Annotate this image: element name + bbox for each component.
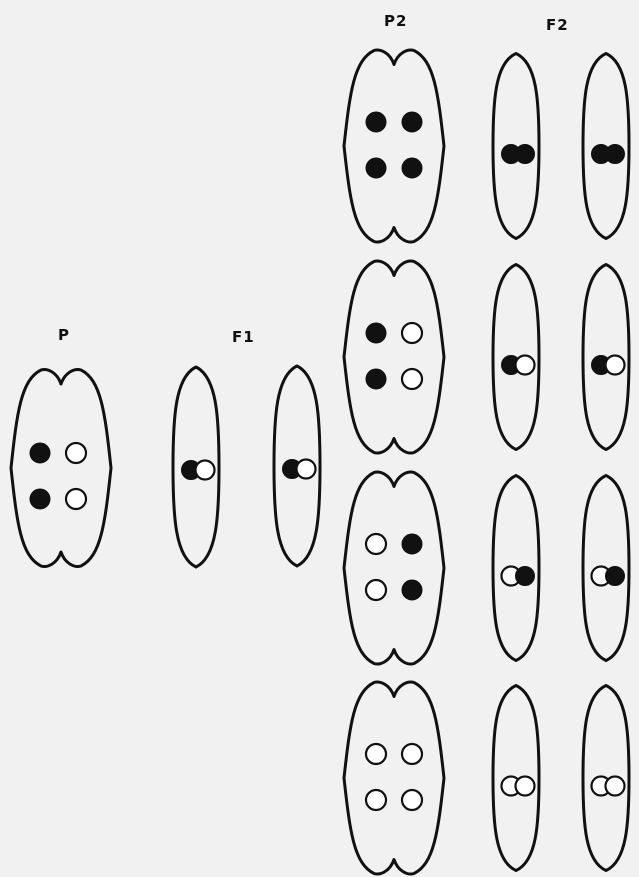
p2-cell-2-chromosome-4	[402, 369, 422, 389]
f1-cell-2-chromosome-2	[297, 460, 316, 479]
parent-cell	[11, 370, 111, 567]
p2-cell-1-chromosome-1	[366, 112, 386, 132]
p2-cell-2-chromosome-3	[366, 369, 386, 389]
p2-cell-4-chromosome-2	[402, 744, 422, 764]
p2-cell-2-chromosome-1	[366, 323, 386, 343]
f2-cell-4-2-chromosome-2	[606, 777, 625, 796]
parent-chromosome-4	[66, 489, 86, 509]
p2-cell-4	[344, 682, 444, 874]
p2-cell-1-chromosome-3	[366, 158, 386, 178]
f2-cell-1-1-chromosome-2	[516, 145, 535, 164]
p2-cell-4-chromosome-4	[402, 790, 422, 810]
parent-chromosome-2	[66, 443, 86, 463]
f2-cell-2-1-chromosome-2	[516, 356, 535, 375]
parent-chromosome-1	[30, 443, 50, 463]
p2-cell-3-chromosome-2	[402, 534, 422, 554]
p2-cell-3-chromosome-4	[402, 580, 422, 600]
p2-cell-1-chromosome-4	[402, 158, 422, 178]
f2-cell-1-2-chromosome-2	[606, 145, 625, 164]
p2-cell-3	[344, 472, 444, 664]
p2-cell-1-chromosome-2	[402, 112, 422, 132]
f2-cell-3-2-chromosome-2	[606, 567, 625, 586]
p2-cell-3-chromosome-3	[366, 580, 386, 600]
p2-cell-2	[344, 261, 444, 453]
p2-cell-1	[344, 50, 444, 242]
f2-cell-4-1-chromosome-2	[516, 777, 535, 796]
p2-cell-4-chromosome-3	[366, 790, 386, 810]
f2-cell-2-2-chromosome-2	[606, 356, 625, 375]
p2-cell-3-chromosome-1	[366, 534, 386, 554]
p2-cell-2-chromosome-2	[402, 323, 422, 343]
parent-chromosome-3	[30, 489, 50, 509]
p2-cell-4-chromosome-1	[366, 744, 386, 764]
f2-cell-3-1-chromosome-2	[516, 567, 535, 586]
f1-cell-1-chromosome-2	[196, 461, 215, 480]
